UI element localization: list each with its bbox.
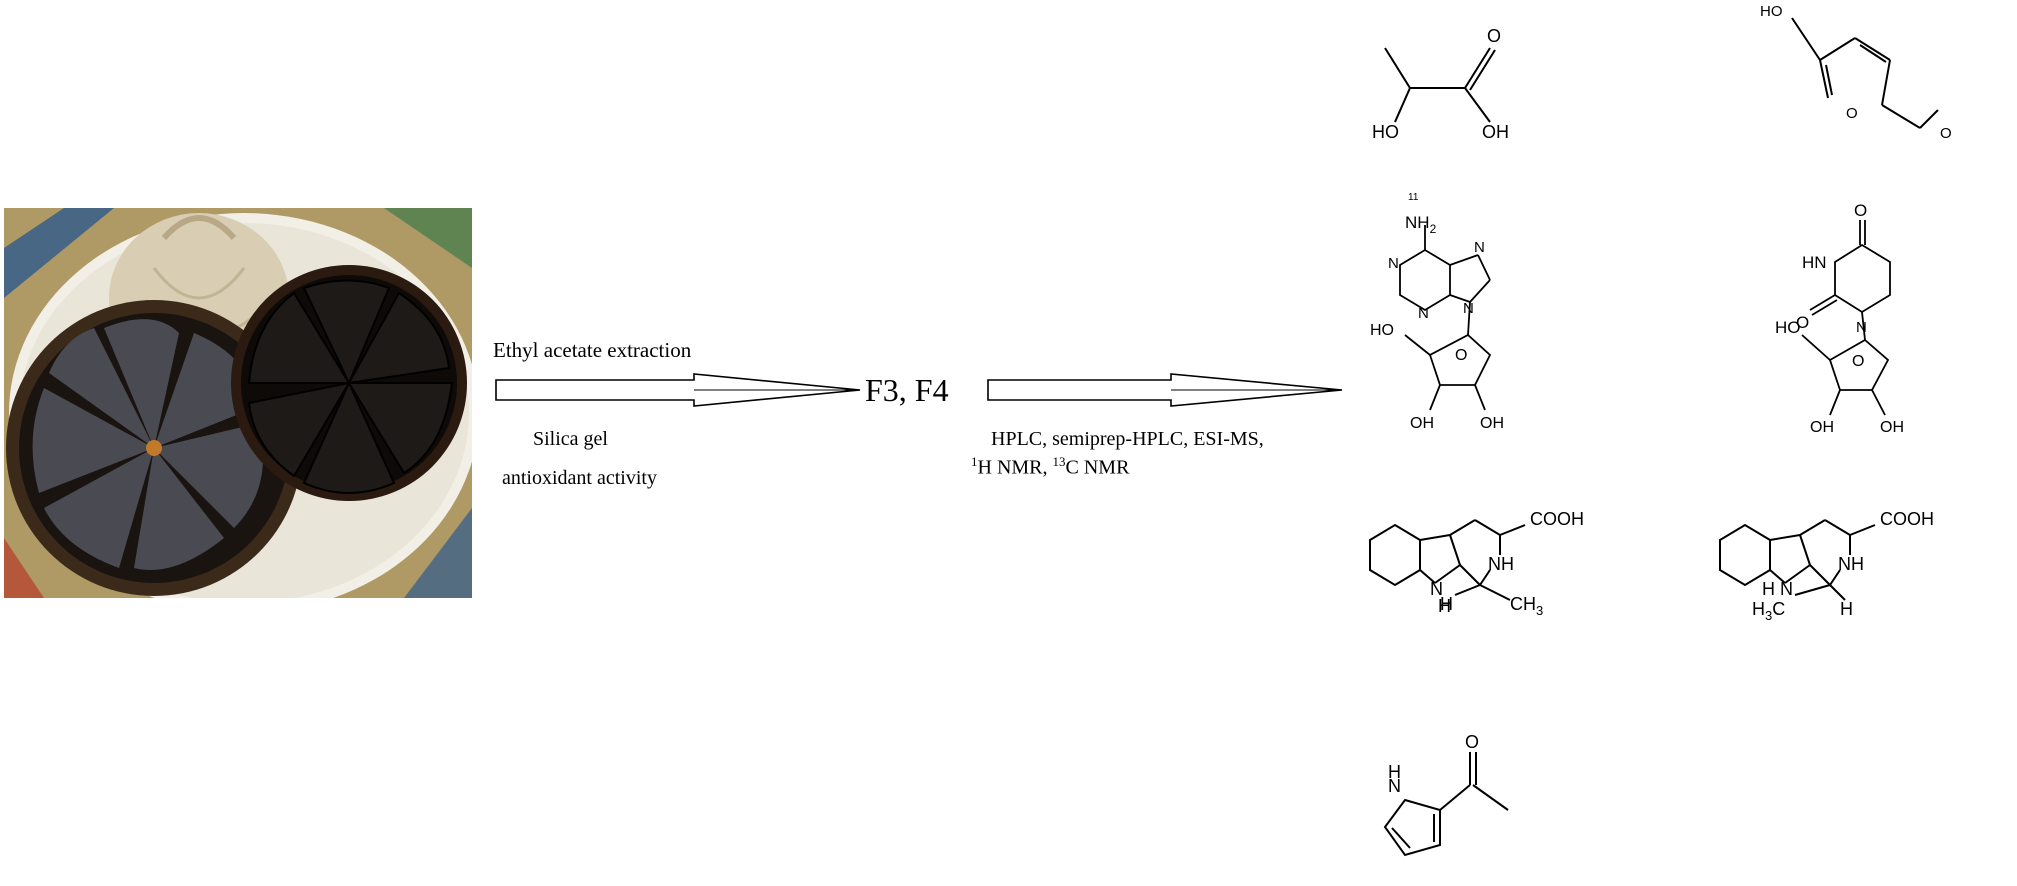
uridine-ho-label: HO bbox=[1775, 318, 1801, 337]
adenosine-n7-label: N bbox=[1474, 239, 1485, 256]
thbc2-cooh-label: COOH bbox=[1880, 509, 1934, 529]
thbc1-nh-label: NH bbox=[1488, 554, 1514, 574]
lactic-o-label: O bbox=[1487, 26, 1501, 46]
adenosine-oh-right-label: OH bbox=[1480, 415, 1504, 432]
thbc1-ch3-label: CH3 bbox=[1510, 594, 1543, 618]
lactic-oh-label: OH bbox=[1482, 122, 1509, 142]
acetylpyrrole-h-label: H bbox=[1388, 762, 1401, 782]
black-garlic-photo bbox=[4, 208, 479, 613]
thbc2-indole-h-label: H bbox=[1762, 579, 1775, 599]
step2-methods-label: HPLC, semiprep-HPLC, ESI-MS, bbox=[991, 428, 1264, 450]
thbc2-h-label: H bbox=[1840, 599, 1853, 619]
adenosine-nh2-label: NH2 bbox=[1405, 213, 1437, 236]
adenosine-oh-left-label: OH bbox=[1410, 415, 1434, 432]
molecule-acetylpyrrole: O N H bbox=[1383, 732, 1509, 857]
hmf-ho-label: HO bbox=[1760, 3, 1783, 20]
molecule-uridine: O O HN N O HO OH OH bbox=[1775, 201, 1904, 436]
step1-extraction-label: Ethyl acetate extraction bbox=[493, 338, 692, 362]
adenosine-ho-label: HO bbox=[1370, 322, 1394, 339]
uridine-o2-label: O bbox=[1796, 313, 1809, 332]
uridine-n1-label: N bbox=[1856, 319, 1867, 336]
process-arrow-2 bbox=[987, 373, 1343, 407]
uridine-oh-left-label: OH bbox=[1810, 419, 1834, 436]
adenosine-n1-label: N bbox=[1388, 255, 1399, 272]
adenosine-n3-label: N bbox=[1418, 305, 1429, 322]
adenosine-n9-label: N bbox=[1463, 300, 1474, 317]
thbc2-h3c-label: H3C bbox=[1752, 599, 1785, 623]
step1-silica-label: Silica gel bbox=[533, 428, 608, 450]
acetylpyrrole-o-label: O bbox=[1465, 732, 1479, 752]
thbc2-indole-n-label: N bbox=[1780, 579, 1793, 599]
uridine-oh-right-label: OH bbox=[1880, 419, 1904, 436]
thbc1-cooh-label: COOH bbox=[1530, 509, 1584, 529]
step2-nmr-label: 1H NMR, 13C NMR bbox=[971, 454, 1129, 480]
thbc1-indole-h-label: H bbox=[1438, 596, 1451, 616]
molecule-lactic-acid: O HO OH bbox=[1372, 26, 1509, 142]
uridine-hn-label: HN bbox=[1802, 253, 1827, 272]
fractions-label: F3, F4 bbox=[865, 372, 949, 408]
molecule-thbc-2: COOH NH N H H3C H bbox=[1719, 509, 1934, 623]
lactic-ho-label: HO bbox=[1372, 122, 1399, 142]
nmr-1h-text: H NMR, bbox=[977, 456, 1053, 479]
thbc2-nh-label: NH bbox=[1838, 554, 1864, 574]
hmf-aldehyde-o-label: O bbox=[1940, 125, 1952, 142]
molecule-hmf: HO O O bbox=[1760, 3, 1952, 142]
black-garlic-illustration bbox=[4, 208, 479, 613]
adenosine-ring-o-label: O bbox=[1455, 347, 1467, 364]
hmf-ring-o-label: O bbox=[1846, 105, 1858, 122]
uridine-o4-label: O bbox=[1854, 201, 1867, 220]
thbc1-h-label: H bbox=[1440, 594, 1453, 614]
molecule-thbc-1: COOH NH N H H CH3 bbox=[1369, 509, 1584, 618]
nmr-1h-superscript: 1 bbox=[971, 454, 978, 469]
nmr-13c-superscript: 13 bbox=[1052, 454, 1066, 469]
thbc1-indole-n-label: N bbox=[1430, 579, 1443, 599]
process-arrow-1 bbox=[495, 373, 861, 407]
adenosine-num-11: 11 bbox=[1408, 192, 1419, 203]
acetylpyrrole-n-label: N bbox=[1388, 776, 1401, 796]
step1-antioxidant-label: antioxidant activity bbox=[502, 467, 657, 489]
nmr-13c-text: C NMR bbox=[1065, 456, 1130, 479]
molecule-adenosine: 11 NH2 N N N N O HO OH OH bbox=[1370, 192, 1504, 432]
uridine-ring-o-label: O bbox=[1852, 353, 1864, 370]
